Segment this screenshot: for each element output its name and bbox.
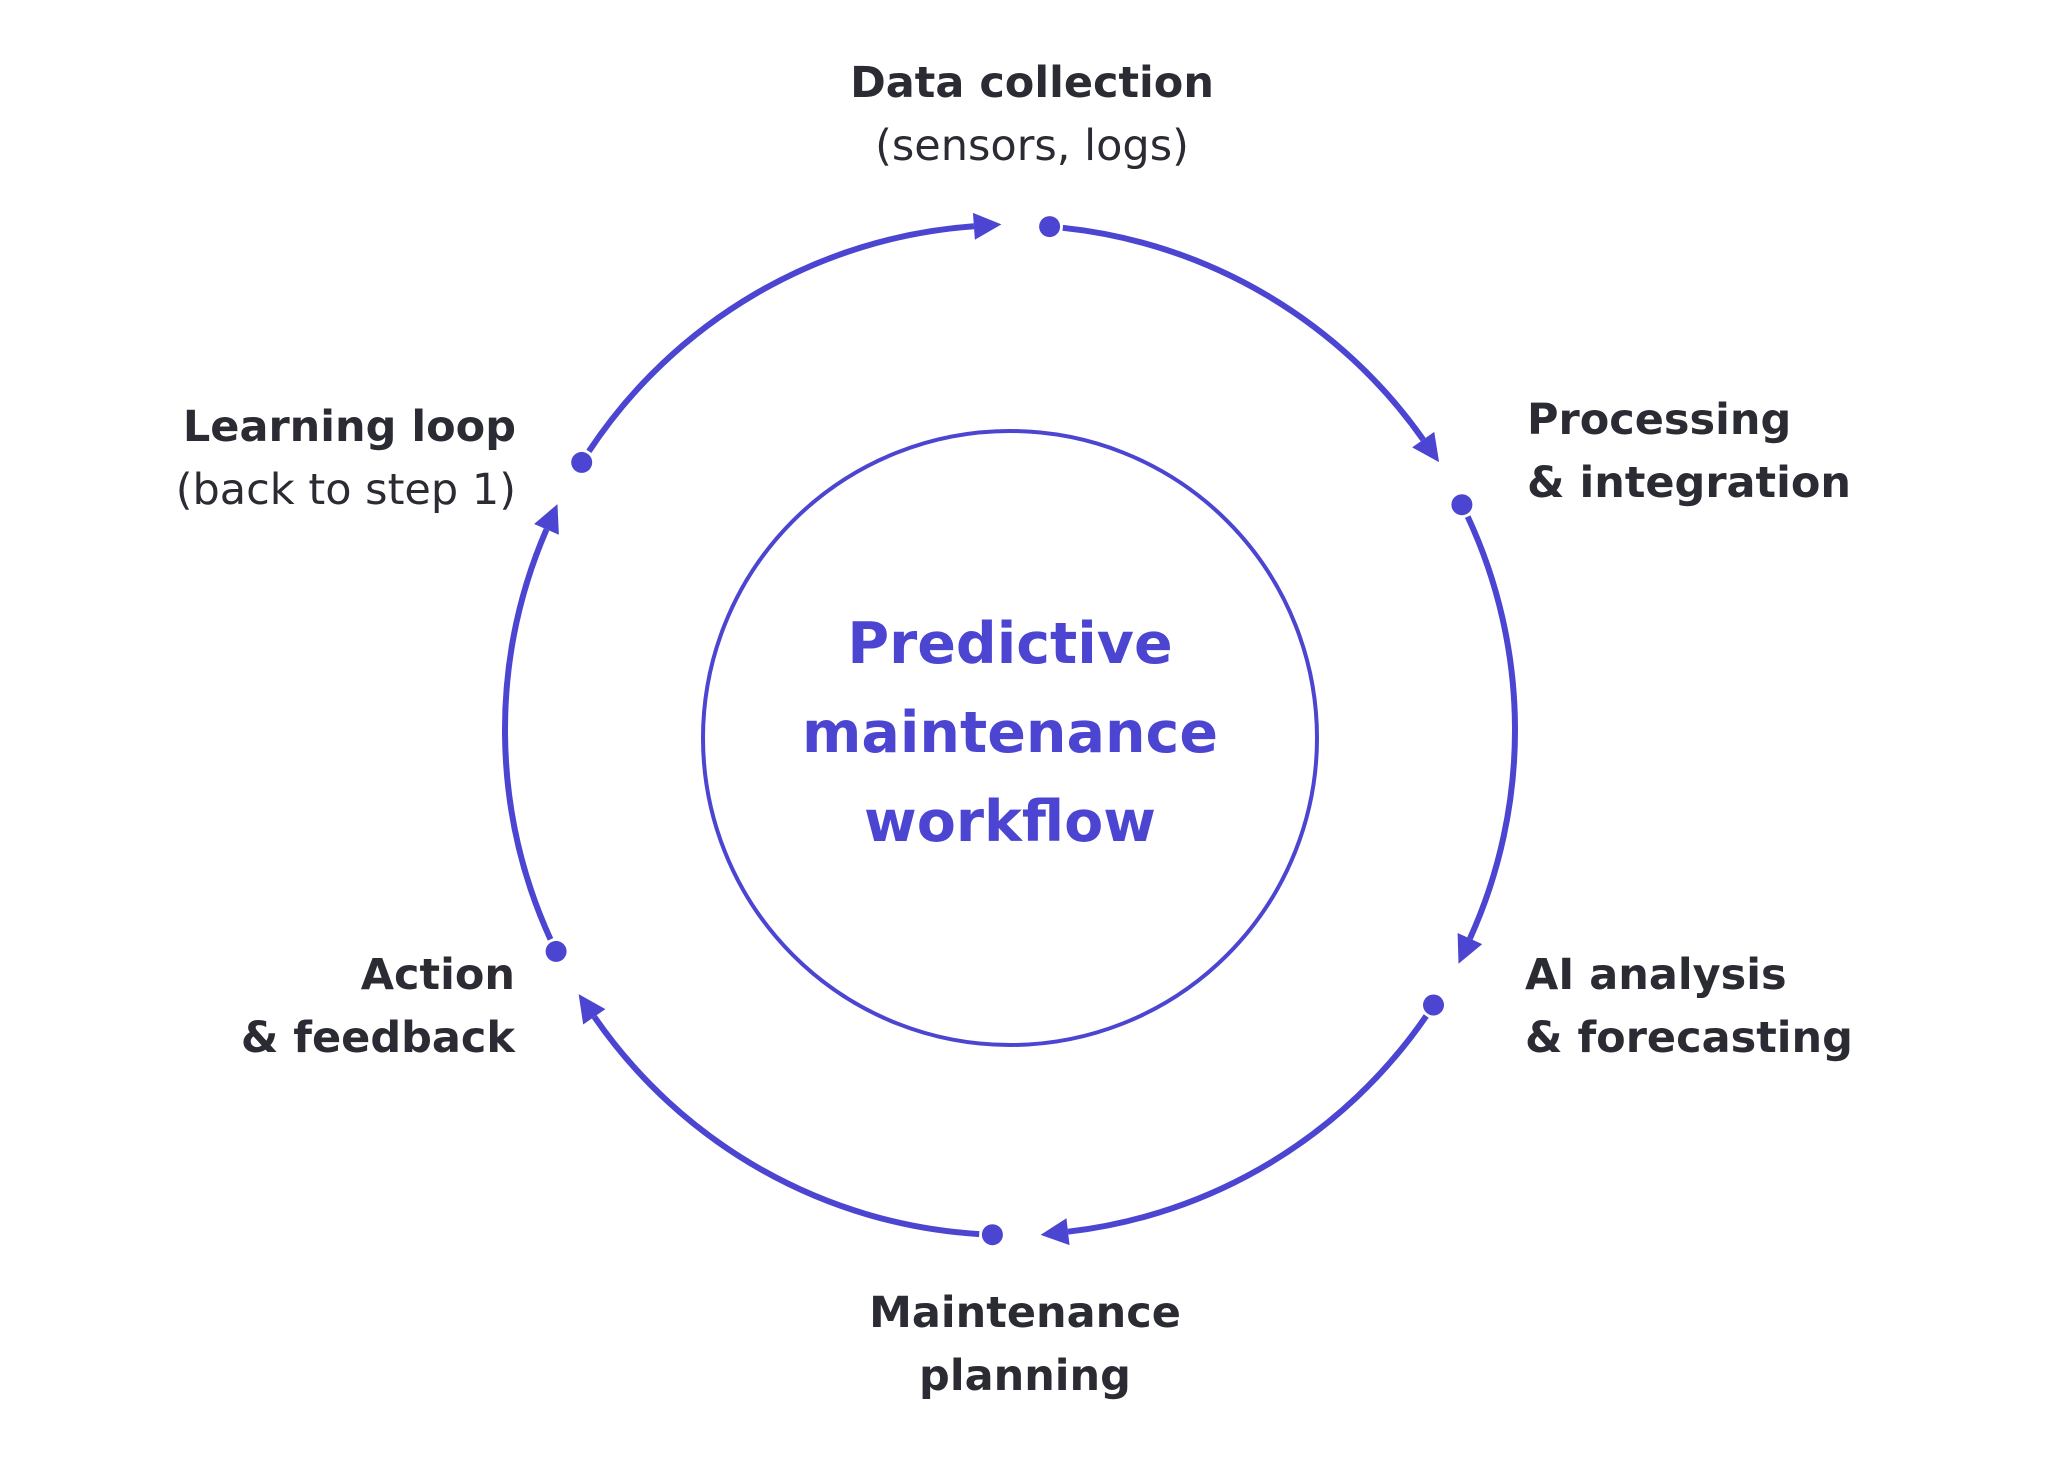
cycle-arc-action-feedback [502, 504, 559, 941]
node-label-line: (sensors, logs) [875, 121, 1189, 171]
center-title-line: workflow [864, 789, 1156, 855]
node-label-line: planning [919, 1351, 1131, 1401]
diagram-center-title: Predictive maintenance workflow [802, 600, 1218, 867]
node-label-data-collection: Data collection (sensors, logs) [850, 52, 1214, 178]
node-label-line: & integration [1527, 458, 1851, 508]
node-label-ai-analysis-forecasting: AI analysis & forecasting [1525, 944, 1853, 1070]
node-label-processing-integration: Processing & integration [1527, 389, 1851, 515]
cycle-arc-learning-loop [586, 212, 1002, 453]
node-dot-processing-integration [1451, 494, 1473, 516]
node-label-action-feedback: Action & feedback [241, 944, 515, 1070]
node-dot-maintenance-planning [981, 1224, 1003, 1246]
node-label-line: & feedback [240, 1013, 515, 1063]
node-label-line: AI analysis [1525, 950, 1787, 1000]
cycle-arc-ai-analysis-forecasting [1040, 1014, 1429, 1246]
cycle-arcs [502, 212, 1518, 1246]
node-label-line: Learning loop [182, 402, 516, 452]
node-dot-ai-analysis-forecasting [1423, 994, 1444, 1016]
node-label-line: (back to step 1) [175, 465, 516, 515]
node-label-line: Action [360, 950, 515, 1000]
cycle-arc-data-collection [1062, 224, 1440, 463]
center-title-line: maintenance [802, 700, 1218, 766]
node-label-learning-loop: Learning loop (back to step 1) [176, 396, 516, 522]
node-dot-data-collection [1039, 216, 1061, 238]
node-label-maintenance-planning: Maintenance planning [869, 1282, 1181, 1408]
node-label-line: Maintenance [869, 1288, 1181, 1338]
node-label-line: Data collection [850, 58, 1214, 108]
cycle-arc-processing-integration [1457, 515, 1518, 964]
node-dot-learning-loop [571, 451, 593, 473]
inner-circle [701, 429, 1319, 1047]
node-label-line: Processing [1527, 395, 1792, 445]
cycle-arc-maintenance-planning [578, 994, 980, 1238]
node-dot-action-feedback [545, 940, 567, 962]
node-dots [545, 216, 1473, 1246]
node-label-line: & forecasting [1525, 1013, 1853, 1063]
center-title-line: Predictive [847, 611, 1173, 677]
